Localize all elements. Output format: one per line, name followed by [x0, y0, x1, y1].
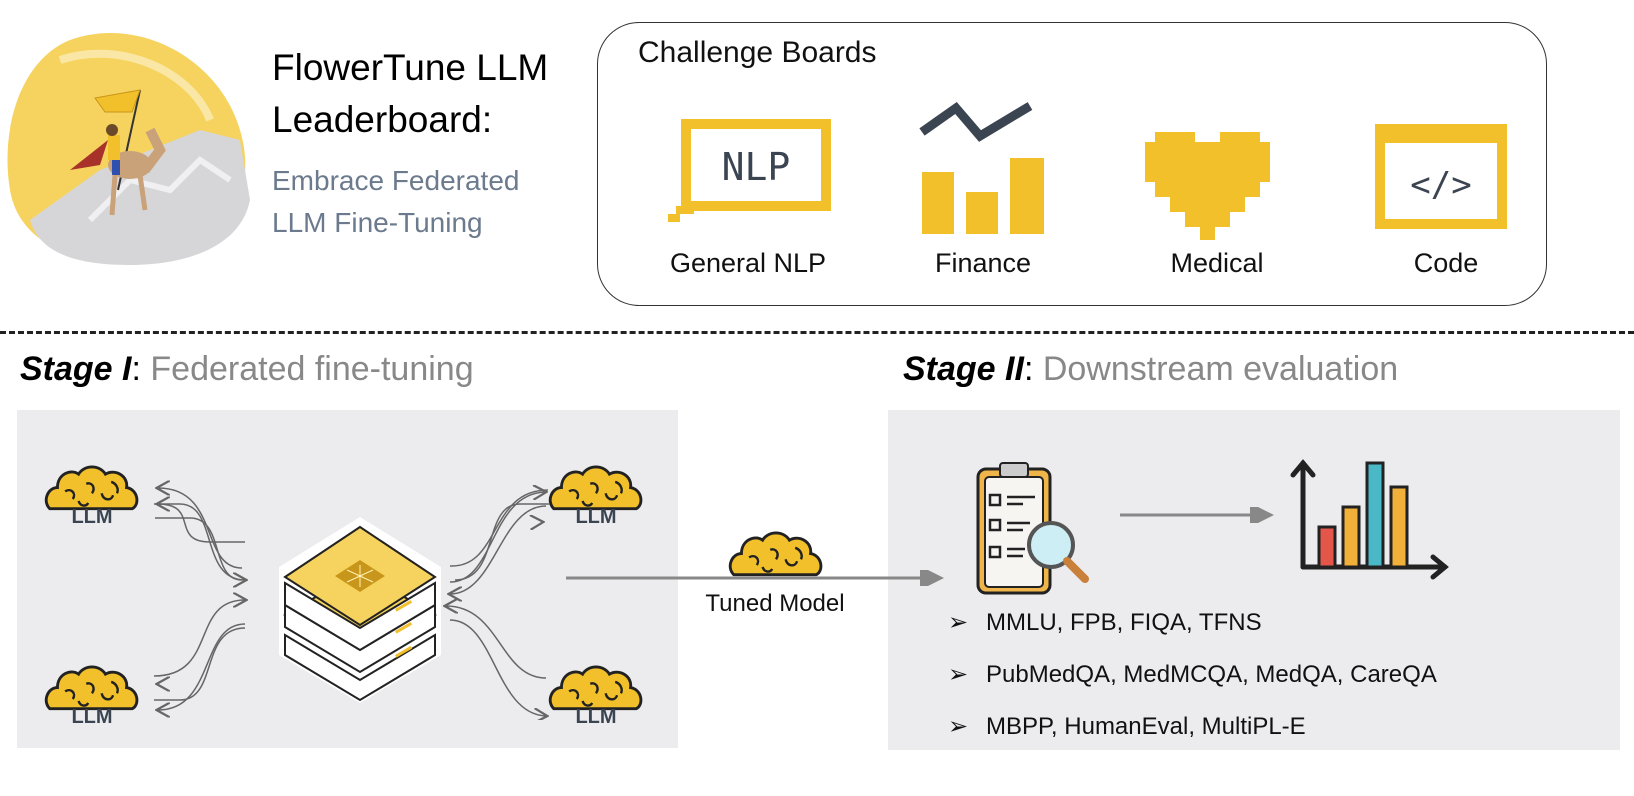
tuned-model-arrow — [566, 570, 944, 586]
code-icon-text: </> — [1410, 165, 1471, 205]
stage1-label: Stage I — [20, 350, 132, 388]
board-label-finance: Finance — [934, 248, 1032, 278]
stage2-description: Downstream evaluation — [1042, 350, 1399, 388]
stage1-separator: : — [131, 350, 141, 388]
flowertune-logo-illustration — [7, 33, 250, 265]
stage1-description: Federated fine-tuning — [150, 350, 474, 388]
speech-bubble-nlp-icon: NLP — [668, 119, 831, 222]
nlp-icon-text: NLP — [722, 145, 791, 189]
subtitle-line-2: LLM Fine-Tuning — [272, 207, 483, 238]
code-window-icon: </> — [1375, 124, 1507, 229]
bullet-arrow-icon: ➢ — [948, 661, 969, 688]
benchmark-text: MMLU, FPB, FIQA, TFNS — [986, 609, 1262, 636]
client-label: LLM — [71, 506, 113, 528]
bar-chart-trend-icon — [919, 101, 1044, 234]
arrow-to-client — [158, 504, 245, 543]
subtitle-line-1: Embrace Federated — [272, 165, 520, 196]
page-title: FlowerTune LLM Leaderboard: — [272, 42, 548, 146]
client-label: LLM — [575, 506, 617, 528]
benchmark-text: PubMedQA, MedMCQA, MedQA, CareQA — [986, 661, 1437, 688]
title-line-1: FlowerTune LLM — [272, 47, 549, 88]
tuned-model-label: Tuned Model — [705, 590, 845, 617]
exchange-arrows — [153, 470, 550, 720]
benchmark-item: ➢ MBPP, HumanEval, MultiPL-E — [948, 712, 1306, 741]
title-line-2: Leaderboard: — [272, 99, 493, 140]
board-label-code: Code — [1413, 248, 1479, 278]
client-label: LLM — [575, 706, 617, 728]
results-bar-chart-icon — [1290, 459, 1449, 580]
challenge-boards-box — [597, 22, 1547, 306]
board-label-general-nlp: General NLP — [669, 248, 827, 278]
stage2-separator: : — [1023, 350, 1034, 388]
clipboard-evaluation-icon — [976, 462, 1089, 595]
client-label: LLM — [71, 706, 113, 728]
benchmark-text: MBPP, HumanEval, MultiPL-E — [986, 713, 1306, 740]
tuned-brain-icon — [728, 528, 824, 582]
stage1-heading: Stage I: Federated fine-tuning — [20, 350, 474, 389]
benchmark-item: ➢ MMLU, FPB, FIQA, TFNS — [948, 608, 1262, 637]
benchmark-item: ➢ PubMedQA, MedMCQA, MedQA, CareQA — [948, 660, 1437, 689]
evaluation-arrow — [1120, 507, 1274, 523]
stage2-heading: Stage II: Downstream evaluation — [903, 350, 1398, 389]
bar — [1389, 485, 1409, 569]
bar — [1317, 525, 1337, 569]
bullet-arrow-icon: ➢ — [948, 713, 969, 740]
heart-icon — [1145, 132, 1270, 240]
page-subtitle: Embrace Federated LLM Fine-Tuning — [272, 160, 519, 244]
aggregation-server-icon — [279, 517, 441, 703]
bar — [1341, 505, 1361, 569]
bullet-arrow-icon: ➢ — [948, 609, 969, 636]
board-label-medical: Medical — [1170, 248, 1264, 278]
challenge-boards-title: Challenge Boards — [638, 36, 877, 69]
bar — [1365, 461, 1385, 569]
dashed-divider — [0, 331, 1634, 334]
stage2-label: Stage II — [903, 350, 1024, 388]
